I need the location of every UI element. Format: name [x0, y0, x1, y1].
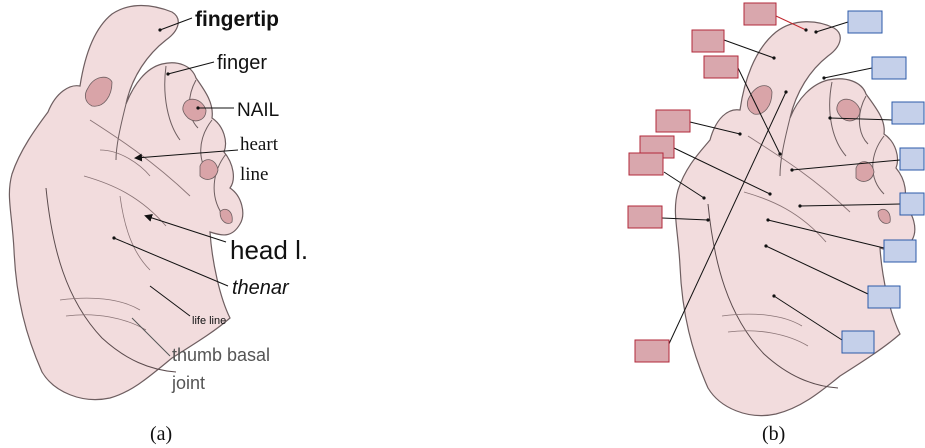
palm-line-b3	[707, 203, 839, 389]
palm-line-b2	[743, 191, 827, 243]
blue-label-box	[899, 147, 925, 171]
hand-illustration-b	[674, 21, 916, 417]
finger-contour-b2	[829, 81, 847, 157]
blue-label-box	[841, 330, 875, 354]
heart-line-stroke	[89, 119, 191, 197]
nail-middle-b	[855, 161, 875, 182]
finger-contour-1	[115, 103, 127, 161]
palm-crease-1	[59, 297, 141, 311]
label-head-line: head l.	[230, 235, 308, 265]
finger-contour-2	[164, 65, 181, 141]
nail-thumb-b	[746, 85, 773, 115]
label-thumb-basal-2: joint	[171, 373, 205, 393]
label-life-line: life line	[192, 315, 226, 327]
label-heart-line-2: line	[240, 164, 269, 185]
palm-line-b1	[747, 135, 851, 213]
red-label-box	[691, 29, 725, 53]
life-line-stroke	[45, 187, 177, 373]
callouts-a	[112, 17, 239, 357]
nail-ring	[219, 208, 233, 224]
red-label-box	[634, 339, 670, 363]
nail-index	[182, 98, 207, 122]
label-thenar: thenar	[232, 277, 290, 299]
finger-contour-b3	[859, 95, 869, 145]
nail-index-b	[836, 98, 861, 122]
blue-callouts	[764, 21, 901, 341]
blue-label-box	[883, 239, 917, 263]
head-line-stroke	[83, 175, 167, 227]
caption-b: (b)	[762, 423, 785, 445]
red-label-box	[743, 2, 777, 26]
palm-crease-2	[65, 314, 147, 331]
palm-line-b4	[721, 313, 803, 327]
nail-middle	[199, 159, 219, 180]
label-fingertip: fingertip	[195, 8, 279, 31]
finger-contour-b4	[872, 135, 885, 195]
panel-b: (b)	[627, 2, 925, 445]
nail-thumb	[84, 76, 113, 107]
finger-contour-5	[213, 153, 227, 215]
red-label-box	[628, 152, 664, 176]
label-heart-line-1: heart	[240, 134, 279, 155]
red-label-box	[655, 109, 691, 133]
blue-label-boxes	[841, 10, 925, 354]
label-nail: NAIL	[237, 100, 279, 121]
palm-crease-4	[99, 149, 151, 177]
finger-contour-b1	[779, 117, 791, 177]
red-label-boxes	[627, 2, 777, 363]
blue-label-box	[891, 101, 925, 125]
label-finger: finger	[217, 52, 267, 74]
red-label-box	[627, 205, 663, 229]
blue-label-box	[871, 56, 907, 80]
blue-label-box	[867, 285, 901, 309]
red-label-box	[703, 55, 739, 79]
panel-a: fingertip finger NAIL heart line head l.…	[8, 4, 308, 445]
nail-ring-b	[877, 208, 891, 224]
caption-a: (a)	[150, 423, 172, 445]
red-callouts	[661, 15, 808, 347]
label-thumb-basal-1: thumb basal	[172, 345, 270, 365]
hand-silhouette	[8, 4, 244, 401]
palm-crease-3	[119, 195, 151, 271]
blue-label-box	[899, 192, 925, 216]
hand-illustration-a	[8, 4, 244, 401]
blue-label-box	[847, 10, 883, 34]
hand-silhouette-b	[674, 21, 916, 417]
palm-line-b5	[727, 330, 809, 347]
